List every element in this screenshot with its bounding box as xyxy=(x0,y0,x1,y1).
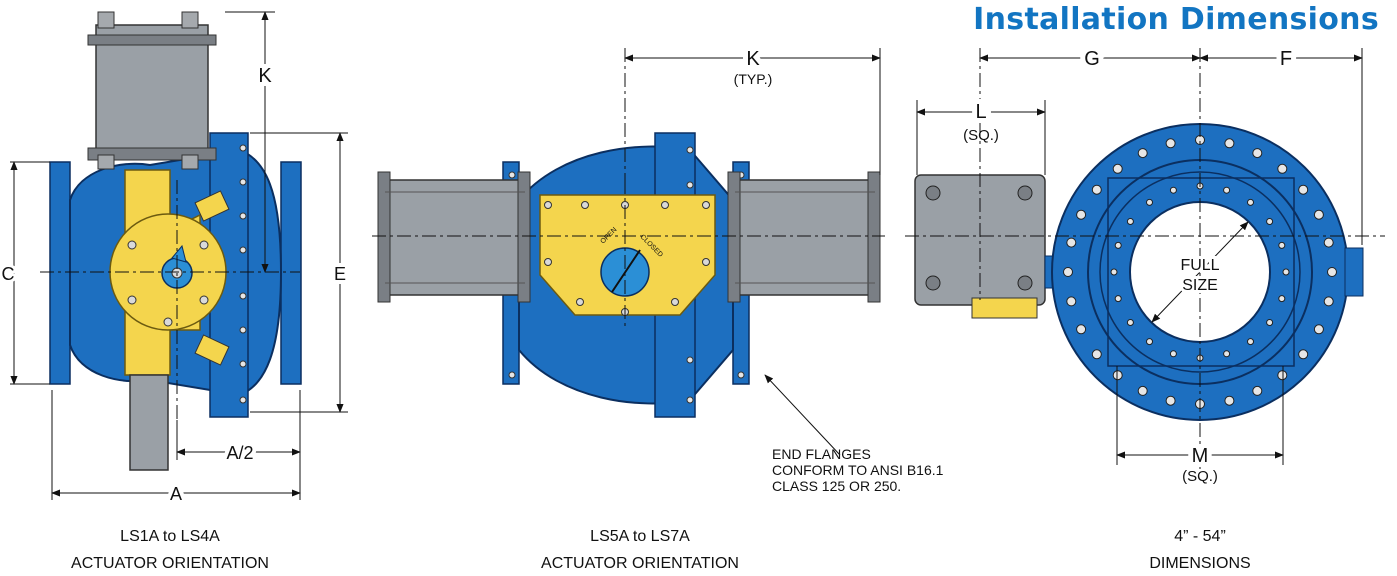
flange-bolt xyxy=(1277,163,1288,174)
dim-m: M xyxy=(1192,445,1209,467)
figure-ls5a-ls7a: OPEN CLOSED K (TYP.) END FLANGES CONFORM… xyxy=(372,43,944,494)
dim-k-note: (TYP.) xyxy=(734,71,773,87)
caption-fig3-line1: 4” - 54” xyxy=(1174,528,1226,545)
caption-fig2-line2: ACTUATOR ORIENTATION xyxy=(541,555,739,572)
flange-bolt xyxy=(1278,295,1286,303)
flange-bolt xyxy=(1112,370,1123,381)
flange-bolts xyxy=(1063,135,1337,409)
flange-bolt xyxy=(1063,267,1073,277)
caption-fig2-line1: LS5A to LS7A xyxy=(590,528,690,545)
right-end-flange xyxy=(280,161,302,385)
dim-l-note: (SQ.) xyxy=(963,127,999,144)
flange-bolt xyxy=(1282,268,1290,276)
dim-a-half: A/2 xyxy=(226,443,253,463)
dim-l: L xyxy=(975,101,986,123)
page-title: Installation Dimensions xyxy=(973,2,1379,37)
flange-bolt xyxy=(1114,241,1122,249)
flange-bolt xyxy=(1247,198,1254,206)
flange-bolt xyxy=(1066,237,1077,248)
flange-bolt xyxy=(1266,319,1274,326)
bore-label-2: SIZE xyxy=(1182,277,1218,294)
flange-bolt xyxy=(1146,338,1153,346)
flange-bolt xyxy=(1323,296,1334,307)
dim-k: K xyxy=(258,65,272,87)
bonnet-bolts xyxy=(239,144,247,404)
caption-fig3-line2: DIMENSIONS xyxy=(1149,555,1251,572)
right-air-cylinder xyxy=(734,179,876,296)
flange-bolt xyxy=(1126,218,1134,225)
flange-bolt xyxy=(1066,296,1077,307)
flange-bolt xyxy=(1323,237,1334,248)
dim-f: F xyxy=(1280,48,1292,70)
dim-k: K xyxy=(746,48,760,70)
flange-bolt xyxy=(1091,349,1102,360)
caption-fig1-line1: LS1A to LS4A xyxy=(120,528,220,545)
actuator-bolts xyxy=(127,240,209,327)
flange-bolt xyxy=(1313,324,1324,335)
flange-bolt xyxy=(1091,184,1102,195)
flange-bolt xyxy=(1266,218,1274,225)
dim-g: G xyxy=(1084,48,1100,70)
dim-c: C xyxy=(2,264,15,284)
flange-bolt xyxy=(1223,186,1231,194)
flange-bolt xyxy=(1126,319,1134,326)
left-air-cylinder xyxy=(384,179,526,296)
figure-ls1a-ls4a: C K E A/2 A xyxy=(0,11,350,508)
flange-bolt xyxy=(1224,395,1235,406)
flange-bolt xyxy=(1278,241,1286,249)
caption-fig1-line2: ACTUATOR ORIENTATION xyxy=(71,555,269,572)
flange-bolt xyxy=(1252,148,1263,159)
flange-bolt xyxy=(1277,370,1288,381)
flange-bolt xyxy=(1252,385,1263,396)
note-line-3: CLASS 125 OR 250. xyxy=(772,478,901,494)
flange-bolt xyxy=(1247,338,1254,346)
note-line-1: END FLANGES xyxy=(772,446,871,462)
flange-bolt xyxy=(1076,324,1087,335)
flange-bolt xyxy=(1298,349,1309,360)
flange-bolt xyxy=(1224,138,1235,149)
flange-bolt xyxy=(1076,209,1087,220)
actuator-base xyxy=(971,297,1038,319)
stem-boss xyxy=(1344,247,1364,297)
flange-bolt xyxy=(1114,295,1122,303)
flange-bolt xyxy=(1137,385,1148,396)
flange-bolt xyxy=(1110,268,1118,276)
dim-m-note: (SQ.) xyxy=(1182,468,1218,485)
flange-bolt xyxy=(1165,138,1176,149)
note-line-2: CONFORM TO ANSI B16.1 xyxy=(772,462,944,478)
flange-bolt xyxy=(1327,267,1337,277)
flange-bolt xyxy=(1146,198,1153,206)
flange-bolt xyxy=(1112,163,1123,174)
dim-a: A xyxy=(170,484,182,504)
flange-bolt xyxy=(1165,395,1176,406)
flange-bolt xyxy=(1169,350,1177,358)
air-cylinder xyxy=(95,24,209,156)
dim-e: E xyxy=(334,264,346,284)
flange-bolt xyxy=(1313,209,1324,220)
bore-label-1: FULL xyxy=(1180,257,1219,274)
left-end-flange xyxy=(49,161,71,385)
flange-bolt xyxy=(1223,350,1231,358)
figure-dimensions: FULL SIZE G F L (SQ.) M (SQ.) xyxy=(905,43,1385,485)
flange-bolt xyxy=(1169,186,1177,194)
flange-bolt xyxy=(1137,148,1148,159)
actuator-stem xyxy=(129,374,169,471)
flange-bolt xyxy=(1298,184,1309,195)
